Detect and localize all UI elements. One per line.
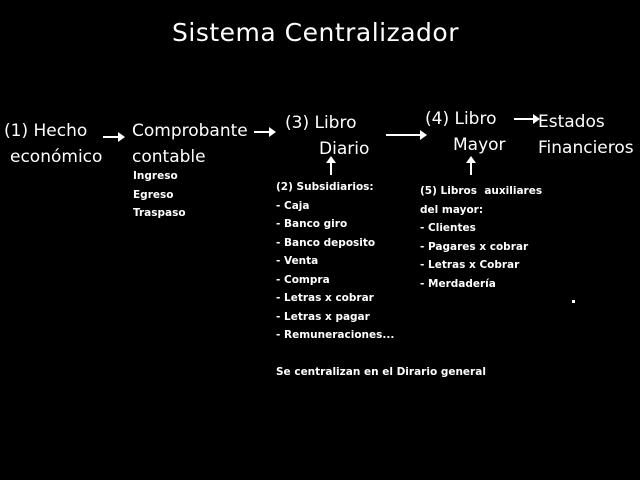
auxiliares-list: - Clientes - Pagares x cobrar - Letras x… bbox=[420, 219, 542, 293]
comprobante-types-list: Ingreso Egreso Traspaso bbox=[133, 167, 186, 223]
list-item: - Banco deposito bbox=[276, 236, 376, 249]
node-libro-diario: (3) Libro Diario bbox=[285, 110, 369, 162]
node-comprobante-contable: Comprobante contable bbox=[132, 118, 248, 170]
list-item: - Banco giro bbox=[276, 218, 348, 230]
arrow-right-icon bbox=[103, 132, 125, 142]
list-item: - Remuneraciones... bbox=[276, 329, 395, 341]
list-item: - Letras x pagar bbox=[276, 310, 370, 323]
node-hecho-economico: (1) Hecho económico bbox=[4, 118, 102, 170]
arrow-right-icon bbox=[254, 127, 276, 137]
list-item: - Pagares x cobrar bbox=[420, 240, 529, 253]
node-estados-line2: Financieros bbox=[538, 138, 634, 158]
node-diario-line1: (3) Libro bbox=[285, 113, 357, 133]
arrow-right-icon bbox=[386, 130, 427, 140]
diagram-title: Sistema Centralizador bbox=[172, 18, 460, 47]
list-item: - Clientes bbox=[420, 222, 476, 234]
list-item: Traspaso bbox=[133, 207, 186, 219]
list-item: - Venta bbox=[276, 255, 319, 267]
auxiliares-block: (5) Libros auxiliares del mayor: - Clien… bbox=[420, 182, 542, 293]
subsidiarios-heading: (2) Subsidiarios: bbox=[276, 181, 374, 193]
list-item: Egreso bbox=[133, 188, 174, 201]
arrow-up-icon bbox=[466, 156, 476, 175]
list-item: - Letras x cobrar bbox=[276, 292, 374, 304]
centralization-note: Se centralizan en el Dirario general bbox=[276, 366, 486, 378]
list-item: Ingreso bbox=[133, 170, 178, 182]
node-comprobante-line2: contable bbox=[132, 147, 206, 167]
node-hecho-line2: económico bbox=[10, 147, 103, 167]
node-estados-financieros: Estados Financieros bbox=[538, 109, 634, 161]
list-item: - Compra bbox=[276, 273, 330, 286]
node-mayor-line2: Mayor bbox=[453, 135, 506, 155]
auxiliares-heading-line2: del mayor: bbox=[420, 203, 484, 216]
node-comprobante-line1: Comprobante bbox=[132, 121, 248, 141]
subsidiarios-block: (2) Subsidiarios: - Caja - Banco giro - … bbox=[276, 178, 394, 345]
auxiliares-heading-line1: (5) Libros auxiliares bbox=[420, 185, 543, 197]
list-item: - Merdadería bbox=[420, 277, 496, 290]
list-item: - Caja bbox=[276, 199, 310, 212]
node-estados-line1: Estados bbox=[538, 112, 605, 132]
arrow-up-icon bbox=[326, 156, 336, 175]
node-diario-line2: Diario bbox=[319, 139, 370, 159]
stray-dot bbox=[572, 300, 575, 303]
node-hecho-line1: (1) Hecho bbox=[4, 121, 88, 141]
node-mayor-line1: (4) Libro bbox=[425, 109, 497, 129]
node-libro-mayor: (4) Libro Mayor bbox=[425, 106, 506, 158]
list-item: - Letras x Cobrar bbox=[420, 259, 520, 271]
arrow-right-icon bbox=[514, 114, 540, 124]
subsidiarios-list: - Caja - Banco giro - Banco deposito - V… bbox=[276, 197, 394, 345]
